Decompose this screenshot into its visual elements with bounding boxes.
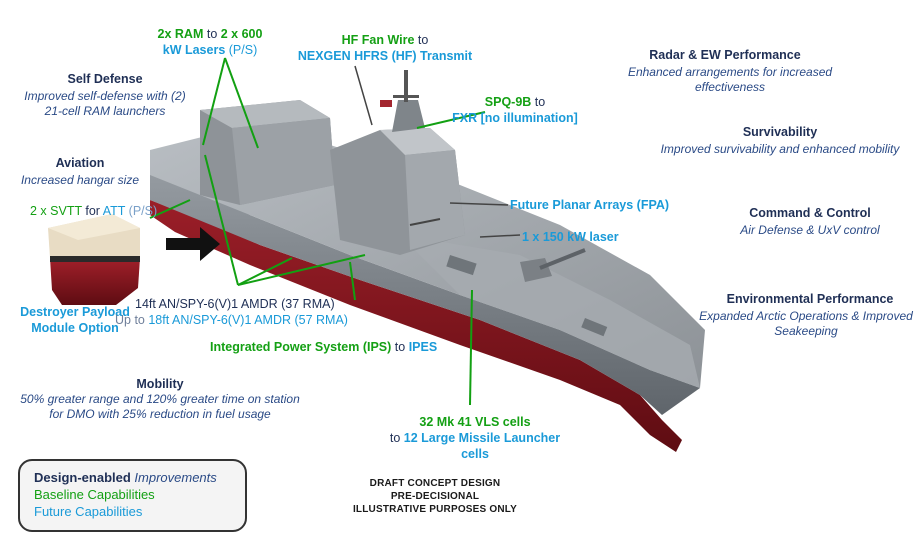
legend-future: Future Capabilities <box>34 504 143 519</box>
ips-callout: Integrated Power System (IPS) to IPES <box>210 338 440 356</box>
ram-to: to <box>203 27 221 41</box>
draft-notice: DRAFT CONCEPT DESIGN PRE-DECISIONAL ILLU… <box>335 477 535 516</box>
ram-lasers: kW Lasers <box>162 43 226 57</box>
hf-nexgen: NEXGEN HFRS (HF) Transmit <box>297 49 473 63</box>
environmental-desc: Expanded Arctic Operations & Improved Se… <box>699 309 913 338</box>
vls-line2: 12 Large Missile Launcher cells <box>403 431 561 461</box>
vls-callout: 32 Mk 41 VLS cells to 12 Large Missile L… <box>375 414 575 462</box>
ram-laser-callout: 2x RAM to 2 x 600 kW Lasers (P/S) <box>135 26 285 58</box>
fpa-callout: Future Planar Arrays (FPA) <box>510 198 670 212</box>
self-defense-desc: Improved self-defense with (2) 21-cell R… <box>24 89 186 118</box>
ips-ipes: IPES <box>408 340 438 354</box>
ram-600: 2 x 600 <box>220 27 263 41</box>
aviation-desc: Increased hangar size <box>20 173 140 187</box>
environmental-title: Environmental Performance <box>726 292 894 306</box>
payload-module-callout: Destroyer Payload Module Option <box>0 304 150 336</box>
svtt-att: ATT <box>102 204 126 218</box>
spq-label: SPQ-9B <box>484 95 532 109</box>
payload-line2: Module Option <box>31 321 119 335</box>
legend-design-bold: Design-enabled <box>34 470 131 485</box>
legend-design-italic: Improvements <box>130 470 217 485</box>
hf-callout: HF Fan Wire to NEXGEN HFRS (HF) Transmit <box>295 32 475 64</box>
survivability-title: Survivability <box>742 125 818 139</box>
amdr-upto: Up to <box>115 313 149 327</box>
svtt-callout: 2 x SVTT for ATT (P/S) <box>30 204 180 218</box>
legend-box: Design-enabled Improvements Baseline Cap… <box>18 459 247 532</box>
draft-line1: DRAFT CONCEPT DESIGN <box>369 478 501 489</box>
ram-label: 2x RAM <box>157 27 204 41</box>
payload-line1: Destroyer Payload <box>20 305 130 319</box>
radar-ew-title: Radar & EW Performance <box>649 48 801 62</box>
ram-ps: (P/S) <box>225 43 258 57</box>
mobility-desc: 50% greater range and 120% greater time … <box>20 392 300 421</box>
legend-baseline: Baseline Capabilities <box>34 487 155 502</box>
ips-label: Integrated Power System (IPS) <box>210 340 392 354</box>
hf-to: to <box>414 33 429 47</box>
command-control-desc: Air Defense & UxV control <box>740 223 880 237</box>
svtt-label: 2 x SVTT <box>30 204 82 218</box>
svtt-ps: (P/S) <box>125 204 158 218</box>
radar-ew-desc: Enhanced arrangements for increased effe… <box>627 65 833 94</box>
legend-design-enabled: Design-enabled Improvements <box>34 469 245 486</box>
amdr-line2: 18ft AN/SPY-6(V)1 AMDR (57 RMA) <box>148 313 348 327</box>
amdr-line1: 14ft AN/SPY-6(V)1 AMDR (37 RMA) <box>135 297 335 311</box>
hf-fan-wire: HF Fan Wire <box>341 33 415 47</box>
survivability-desc: Improved survivability and enhanced mobi… <box>660 142 900 156</box>
draft-line2: PRE-DECISIONAL <box>390 491 480 502</box>
laser-150kw-callout: 1 x 150 kW laser <box>522 230 619 244</box>
vls-to: to <box>389 431 404 445</box>
vls-line1: 32 Mk 41 VLS cells <box>419 415 531 429</box>
ips-to: to <box>391 340 409 354</box>
spq-fxr: FXR [no illumination] <box>452 111 578 125</box>
svtt-for: for <box>81 204 103 218</box>
draft-line3: ILLUSTRATIVE PURPOSES ONLY <box>352 504 518 515</box>
spq-callout: SPQ-9B to FXR [no illumination] <box>450 94 580 126</box>
amdr-callout: 14ft AN/SPY-6(V)1 AMDR (37 RMA) Up to 18… <box>115 296 355 328</box>
command-control-title: Command & Control <box>749 206 871 220</box>
mobility-title: Mobility <box>136 377 184 391</box>
aviation-title: Aviation <box>55 156 105 170</box>
self-defense-title: Self Defense <box>67 72 143 86</box>
spq-to: to <box>531 95 546 109</box>
